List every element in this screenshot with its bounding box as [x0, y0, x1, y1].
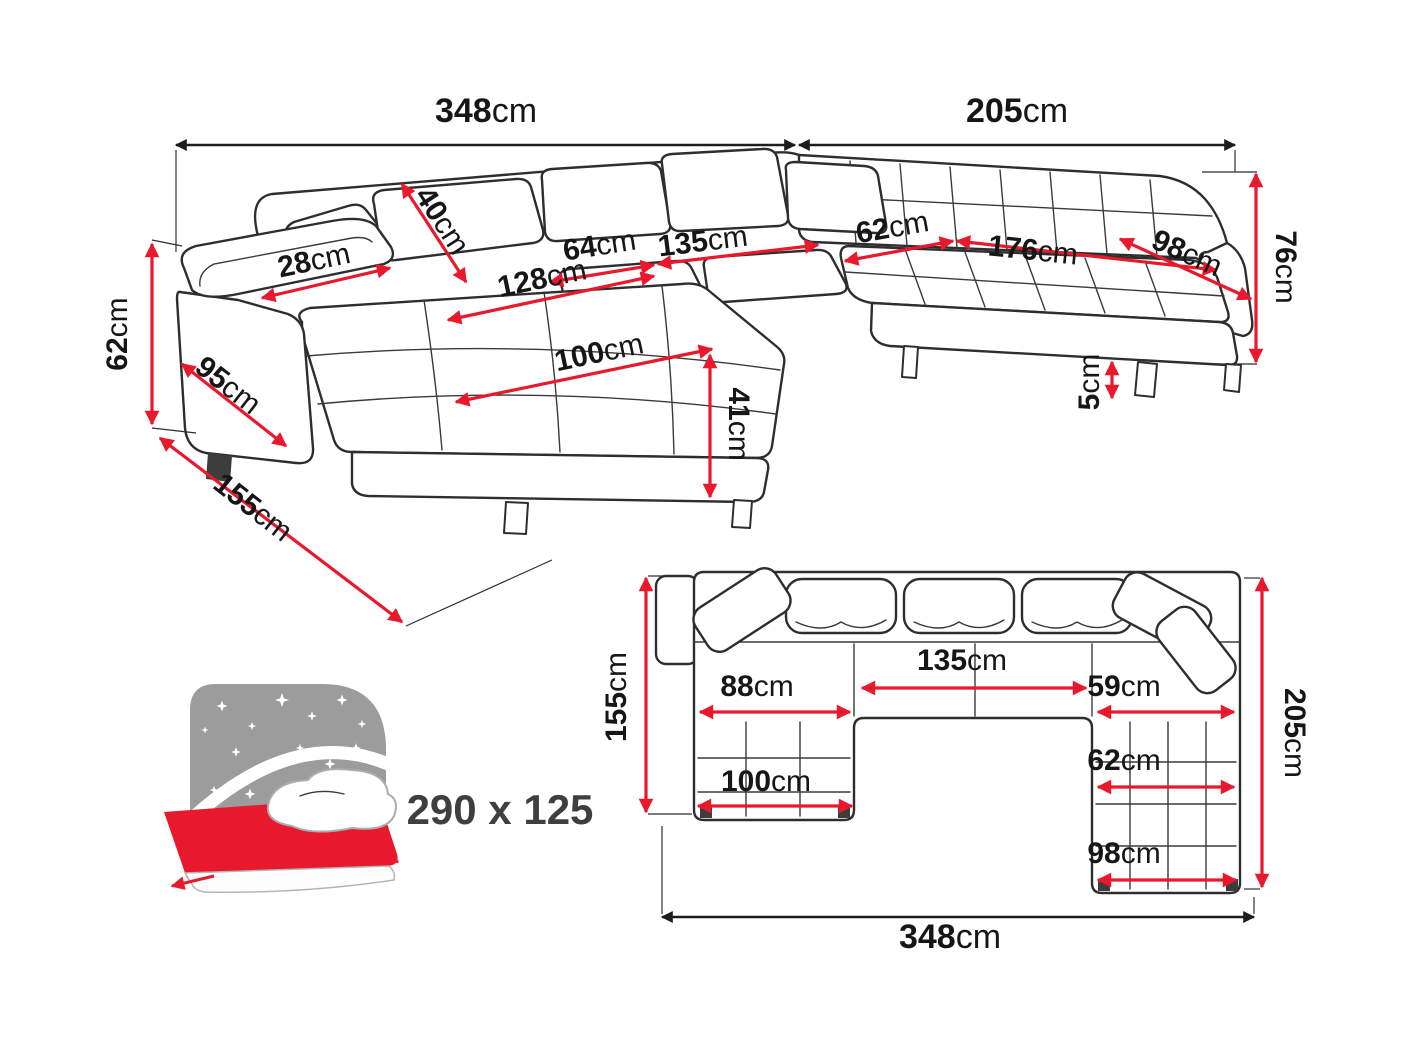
plan-pillows: [692, 567, 1237, 695]
leg: [503, 501, 529, 535]
dim-62-plan-label: 62cm: [1087, 744, 1160, 777]
plan-labels: 155cm 205cm 88cm 135cm 59cm 62cm 100cm 9…: [600, 644, 1311, 956]
dim-line-28: [260, 263, 392, 303]
dim-59-plan-label: 59cm: [1087, 670, 1160, 703]
overall-dimension-lines: [151, 139, 1257, 627]
sofa-perspective-drawing: [175, 147, 1254, 535]
headboard-highlight: [179, 746, 395, 831]
dim-135-label: 135cm: [656, 220, 749, 264]
front-right-section: [869, 301, 1242, 398]
dim-176-label: 176cm: [986, 229, 1079, 271]
mattress-side: [183, 865, 396, 893]
red-dimension-lines-perspective: [144, 172, 1264, 624]
dim-line-62-right: [843, 236, 955, 266]
leg: [731, 499, 753, 529]
dim-41-label: 41cm: [722, 387, 755, 460]
leg: [700, 806, 712, 818]
leg: [838, 806, 850, 818]
dim-line-155: [158, 436, 404, 624]
dim-205-top-label: 205cm: [966, 92, 1068, 130]
plan-tufting-chaise: [697, 721, 851, 817]
unfold-arrow-right: [367, 840, 400, 864]
backrest-left-edge: [253, 151, 801, 238]
dim-155-plan-label: 155cm: [600, 652, 633, 742]
red-dimension-lines-plan: [638, 576, 1270, 889]
dim-76-label: 76cm: [1269, 230, 1302, 303]
leg: [1134, 361, 1158, 398]
dim-88-plan-label: 88cm: [720, 670, 793, 703]
plan-tufting-right: [1095, 721, 1237, 890]
dim-62-right-label: 62cm: [853, 205, 931, 250]
dim-62-left-label: 62cm: [101, 297, 134, 370]
pillow-5: [784, 160, 888, 235]
plan-view: 155cm 205cm 88cm 135cm 59cm 62cm 100cm 9…: [600, 567, 1311, 956]
leg: [1223, 363, 1242, 393]
plan-armrest-left: [654, 574, 700, 666]
sleeping-area-label: 290 x 125: [407, 786, 594, 833]
perspective-view: 348cm 205cm 62cm 155cm 95cm 28cm 40cm 64…: [101, 92, 1302, 627]
dim-line-135: [656, 239, 820, 270]
dim-135-plan-label: 135cm: [917, 644, 1007, 677]
dim-348-top-label: 348cm: [435, 92, 537, 130]
dim-line-40: [400, 182, 468, 284]
dim-64-label: 64cm: [561, 224, 639, 268]
pillow-4: [660, 147, 790, 233]
dim-205-plan-label: 205cm: [1278, 688, 1311, 778]
sleeping-area-icon: 290 x 125: [164, 684, 594, 893]
dim-155-label: 155cm: [207, 467, 298, 548]
dim-line-98: [1118, 237, 1253, 301]
dim-5-label: 5cm: [1073, 354, 1106, 411]
bedding: [266, 768, 397, 833]
dim-line-128: [446, 271, 656, 325]
dim-98-plan-label: 98cm: [1087, 837, 1160, 870]
leg: [901, 345, 919, 379]
dim-28-label: 28cm: [275, 237, 354, 285]
unfold-arrow-left: [170, 874, 215, 890]
dim-line-95: [180, 362, 288, 448]
dim-348-plan-label: 348cm: [899, 918, 1001, 956]
dim-100-plan-label: 100cm: [721, 765, 811, 798]
plan-extension-lines: [648, 575, 1260, 923]
blanket: [266, 768, 397, 833]
dim-line-100: [454, 344, 714, 407]
